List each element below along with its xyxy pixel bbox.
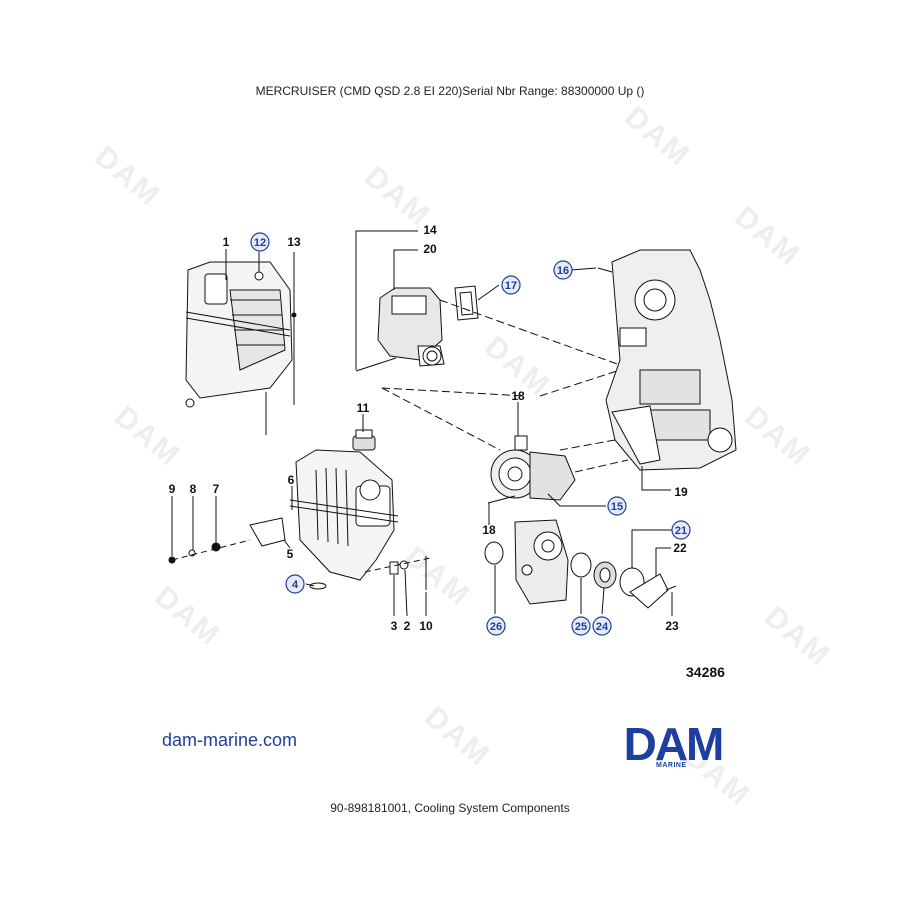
expansion-tank-lower [289, 449, 399, 581]
part-label-18a: 18 [511, 389, 525, 403]
leader-lines [171, 230, 673, 617]
water-pump [487, 435, 576, 504]
part-label-26: 26 [490, 621, 502, 633]
fastener-group [364, 556, 431, 590]
seal-25 [570, 552, 592, 578]
part-label-19: 19 [674, 485, 688, 499]
fastener-chain [168, 539, 251, 564]
dam-marine-logo: DAM [624, 722, 725, 770]
part-label-10: 10 [419, 619, 433, 633]
washer-4 [309, 582, 327, 590]
part-label-7: 7 [213, 482, 220, 496]
logo-text: DAM [624, 722, 723, 770]
part-label-6: 6 [288, 473, 295, 487]
diagram-caption: 90-898181001, Cooling System Components [330, 801, 570, 815]
bolt-12 [254, 271, 264, 281]
engine-block [605, 249, 737, 471]
part-label-2: 2 [404, 619, 411, 633]
gasket-17 [454, 285, 479, 321]
part-label-18b: 18 [482, 523, 496, 537]
callout-circles [250, 232, 691, 636]
o-ring-26 [484, 541, 504, 565]
bolt-23 [665, 585, 677, 591]
part-label-17: 17 [505, 280, 517, 292]
thermostat-24 [593, 561, 617, 589]
part-label-9: 9 [169, 482, 176, 496]
connection-lines [381, 299, 629, 473]
thermostat-housing [355, 287, 445, 372]
expansion-tank-upper [185, 261, 293, 435]
part-label-14: 14 [423, 223, 437, 237]
part-label-8: 8 [190, 482, 197, 496]
part-label-15: 15 [611, 501, 623, 513]
part-label-20: 20 [423, 242, 437, 256]
part-label-11: 11 [357, 401, 370, 415]
part-label-5: 5 [287, 547, 294, 561]
part-label-4: 4 [292, 579, 299, 591]
part-label-16: 16 [557, 265, 569, 277]
part-label-22: 22 [673, 541, 687, 555]
part-label-25: 25 [575, 621, 587, 633]
figure-number: 34286 [686, 664, 725, 680]
part-label-3: 3 [391, 619, 398, 633]
bracket-5 [249, 517, 286, 547]
pump-housing [514, 519, 569, 605]
part-label-23: 23 [665, 619, 679, 633]
page-title: MERCRUISER (CMD QSD 2.8 EI 220)Serial Nb… [255, 84, 645, 98]
website-link[interactable]: dam-marine.com [162, 730, 298, 750]
filler-cap [352, 429, 376, 451]
part-label-12: 12 [254, 237, 266, 249]
part-label-24: 24 [596, 621, 609, 633]
part-label-21: 21 [675, 525, 687, 537]
cover-22 [629, 573, 669, 609]
bolt-16 [597, 267, 613, 273]
part-label-13: 13 [287, 235, 301, 249]
part-label-1: 1 [223, 235, 230, 249]
logo-subtext: MARINE [656, 762, 687, 769]
